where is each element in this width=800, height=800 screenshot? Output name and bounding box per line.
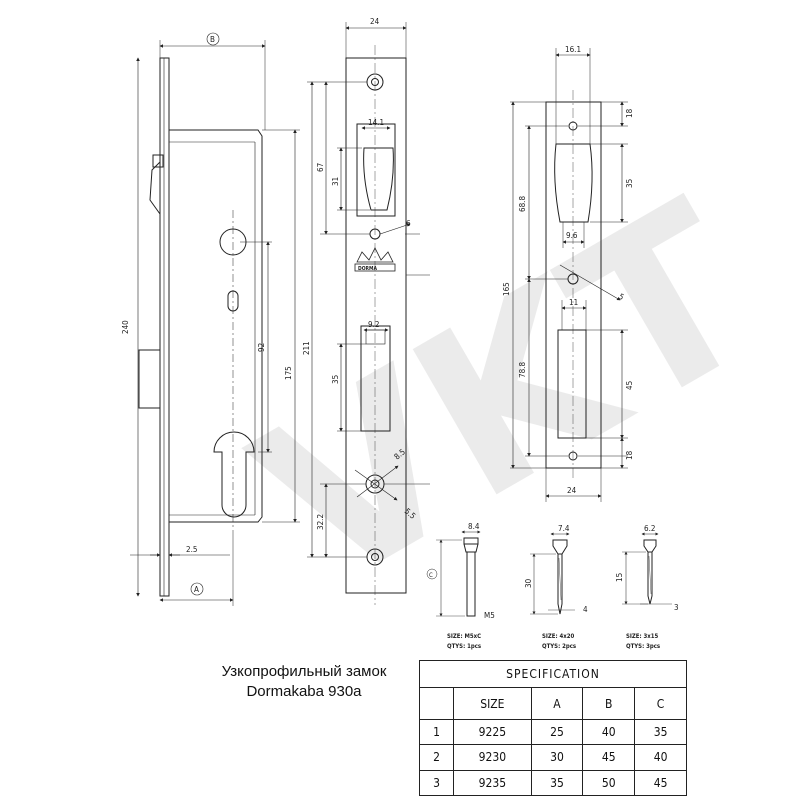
strike-dim-18-top: 18	[625, 108, 634, 118]
strike-dim-78-8: 78.8	[518, 362, 527, 378]
spec-title: SPECIFICATION	[419, 659, 687, 689]
screw-3-dia: 6.2	[644, 524, 655, 533]
strike-dim-24: 24	[567, 486, 577, 495]
spec-cell: 1	[418, 718, 455, 746]
lock-faceplate	[307, 22, 430, 605]
lock-side-view	[130, 32, 300, 606]
faceplate-dim-211: 211	[302, 341, 311, 355]
spec-cell: 35	[634, 718, 687, 746]
spec-header-index	[418, 687, 455, 720]
screw-1-drawing	[426, 530, 481, 617]
table-row: 3 9235 35 50 45	[418, 769, 687, 797]
faceplate-dim-35: 35	[331, 375, 340, 384]
side-label-a: A	[194, 585, 199, 594]
spec-cell: 9235	[453, 769, 532, 797]
screw-3-thread: 3	[674, 603, 679, 612]
table-row: 2 9230 30 45 40	[418, 744, 687, 771]
table-row: 1 9225 25 40 35	[418, 718, 687, 746]
screw-3-qty: QTYS: 3pcs	[626, 643, 660, 650]
spec-header-row: SIZE A B C	[418, 687, 687, 720]
strike-dim-9-6: 9.6	[566, 231, 578, 240]
specification-table: SPECIFICATION SIZE A B C 1 9225 25 40 35…	[418, 659, 687, 797]
spec-cell: 40	[582, 718, 636, 746]
faceplate-dim-24: 24	[370, 17, 380, 26]
screw-2-qty: QTYS: 2pcs	[542, 643, 576, 650]
side-dim-175: 175	[284, 366, 293, 380]
screw-2-dia: 7.4	[558, 524, 570, 533]
strike-dim-5: 5	[617, 292, 625, 302]
screw-1-thread: M5	[484, 611, 495, 620]
spec-header-c: C	[634, 687, 687, 720]
caption-line-2: Dormakaba 930a	[246, 683, 362, 700]
caption-line-1: Узкопрофильный замок	[221, 663, 387, 680]
spec-cell: 9230	[453, 744, 532, 771]
faceplate-dim-14-1: 14.1	[368, 118, 384, 127]
strike-dim-165: 165	[502, 282, 511, 296]
strike-dim-45: 45	[625, 381, 634, 390]
spec-header-b: B	[582, 687, 636, 720]
spec-header-size: SIZE	[453, 687, 532, 720]
faceplate-dim-67: 67	[316, 163, 325, 172]
strike-dim-35: 35	[625, 179, 634, 188]
spec-cell: 3	[418, 769, 455, 797]
screw-3-len: 15	[615, 573, 624, 582]
screw-1-qty: QTYS: 1pcs	[447, 643, 481, 650]
screw-1-size: SIZE: M5xC	[447, 633, 481, 640]
strike-dim-18-bottom: 18	[625, 450, 634, 460]
side-dim-2-5: 2.5	[186, 545, 197, 554]
screw-2-len: 30	[524, 578, 533, 588]
faceplate-dim-6: 6	[406, 219, 411, 228]
spec-cell: 45	[634, 769, 687, 797]
spec-cell: 2	[418, 744, 455, 771]
spec-cell: 35	[530, 769, 584, 797]
spec-cell: 30	[530, 744, 584, 771]
watermark-text: VKT	[218, 154, 796, 642]
screw-1-len: C	[429, 572, 433, 579]
watermark: VKT	[218, 154, 796, 642]
screw-2-drawing	[530, 532, 575, 615]
spec-cell: 25	[530, 718, 584, 746]
spec-cell: 45	[582, 744, 636, 771]
side-label-b: B	[210, 35, 215, 44]
spec-cell: 50	[582, 769, 636, 797]
spec-header-a: A	[530, 687, 584, 720]
strike-dim-16-1: 16.1	[565, 45, 581, 54]
strike-dim-68-8: 68.8	[518, 196, 527, 212]
strike-dim-11: 11	[569, 298, 578, 307]
screw-3-drawing	[622, 532, 672, 605]
faceplate-dim-9-2: 9.2	[368, 320, 379, 329]
product-caption: Узкопрофильный замок Dormakaba 930a	[190, 662, 418, 702]
screw-2-thread: 4	[583, 605, 588, 614]
dorma-logo-text: DORMA	[358, 266, 378, 272]
spec-cell: 9225	[453, 718, 532, 746]
faceplate-dim-32-2: 32.2	[316, 514, 325, 530]
screw-1-dia: 8.4	[468, 522, 480, 531]
strike-plate	[510, 48, 628, 502]
side-dim-240: 240	[121, 320, 130, 334]
faceplate-dim-31: 31	[331, 177, 340, 186]
screw-2-size: SIZE: 4x20	[542, 633, 575, 640]
screw-3-size: SIZE: 3x15	[626, 633, 659, 640]
side-dim-92: 92	[257, 343, 266, 352]
spec-cell: 40	[634, 744, 687, 771]
